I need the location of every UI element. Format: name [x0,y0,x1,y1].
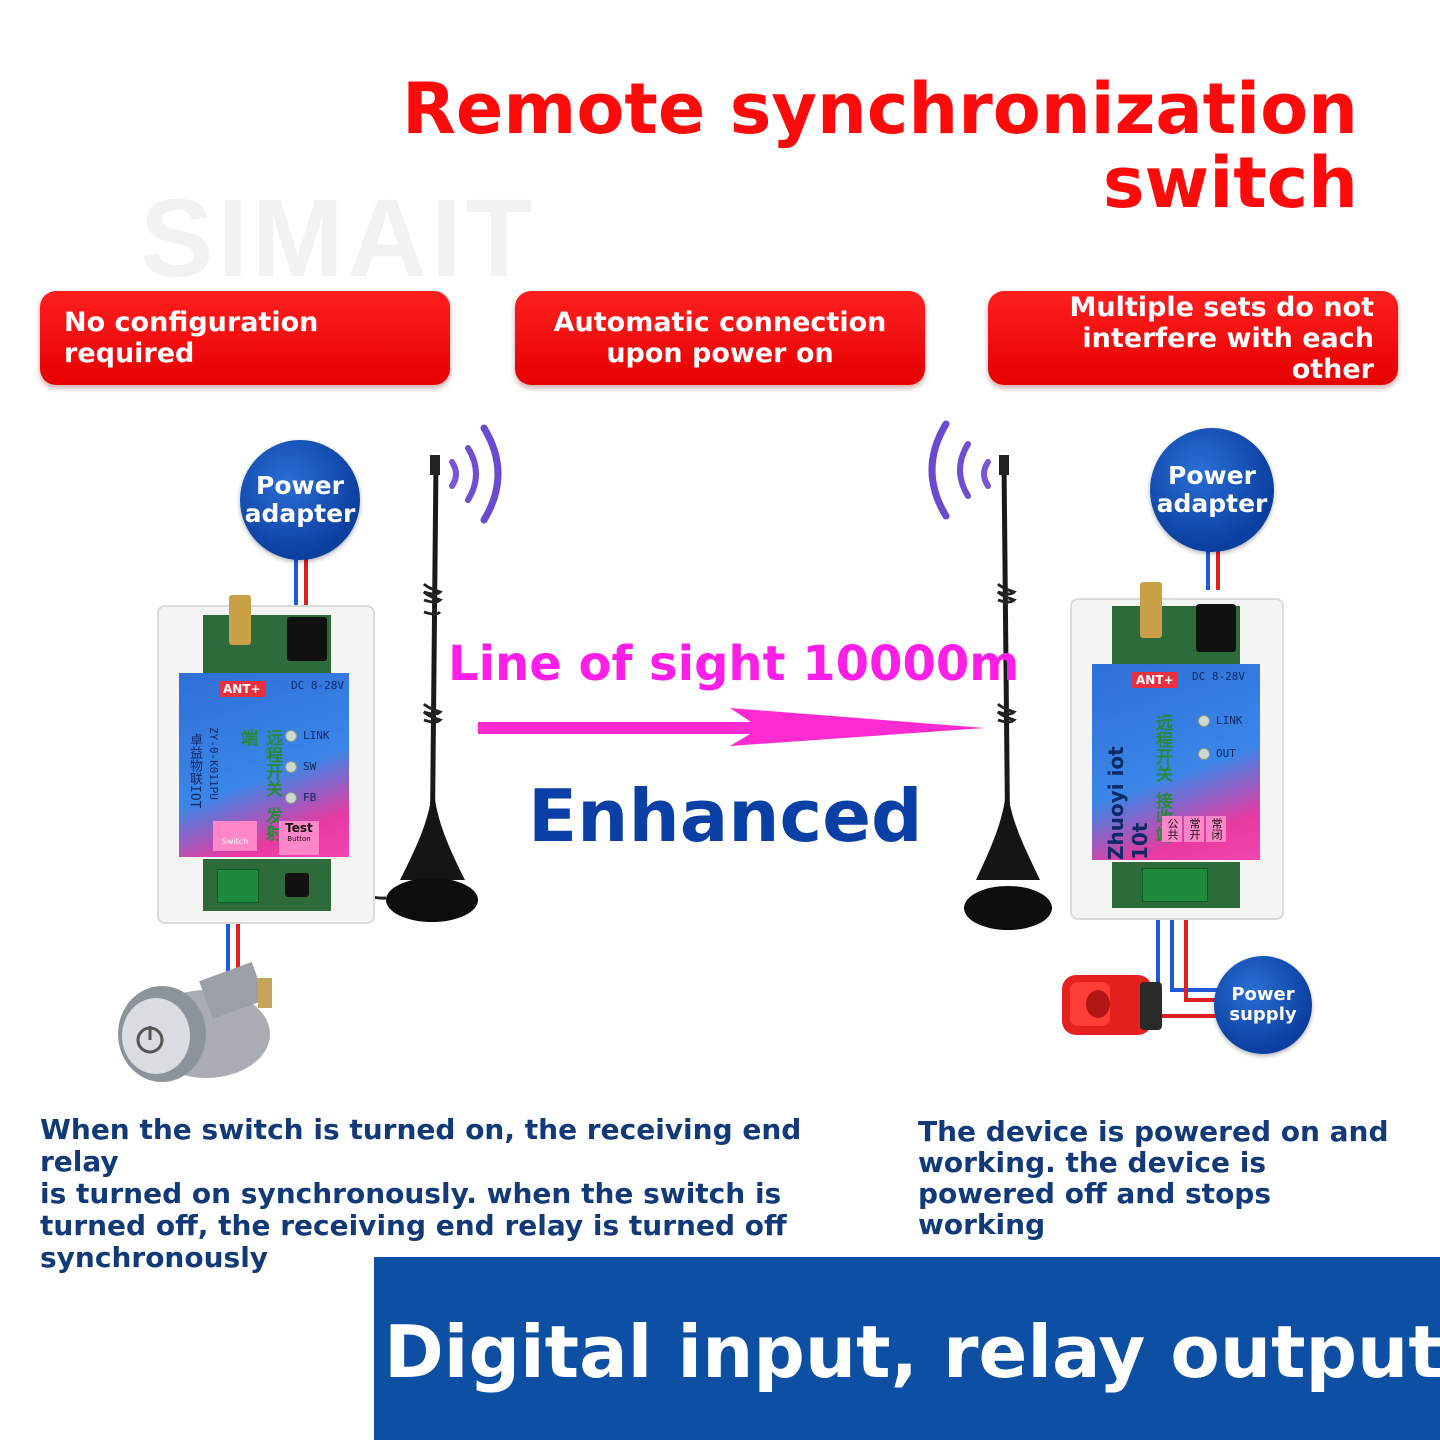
ant-label: ANT+ [1132,672,1178,688]
left-description: When the switch is turned on, the receiv… [40,1114,880,1274]
title-label: 远程开关 接收端 [1152,714,1172,844]
led-icon [285,791,297,804]
headline-line-1: Remote synchronization [402,68,1358,150]
power-supply-badge: Power supply [1214,956,1312,1054]
receiver-panel: ANT+ DC 8-28V Zhuoyi iot 10t 远程开关 接收端 LI… [1092,664,1260,860]
page-headline: Remote synchronization switch [358,72,1358,220]
dc-label: DC 8-28V [291,679,344,692]
led-indicator-group: LINK OUT [1198,714,1243,760]
led-label: LINK [303,729,330,742]
brand-label: Zhuoyi iot 10t [1104,746,1152,860]
terminal-label: 常闭 [1206,816,1226,842]
power-adapter-badge-right: Power adapter [1150,428,1274,552]
brand-label: 卓益物联IOT [187,733,202,809]
feature-pill-text: upon power on [606,338,834,369]
receiver-device: ANT+ DC 8-28V Zhuoyi iot 10t 远程开关 接收端 LI… [1070,582,1284,920]
switch-label-box: Switch [213,821,257,851]
description-line: powered off and stops [918,1177,1272,1210]
banner-text: Digital input, relay output [384,1310,1440,1394]
feature-pill-text: Automatic connection [553,307,887,338]
range-text: Line of sight 10000m [448,636,1020,692]
badge-text: adapter [1156,489,1268,518]
terminal-block-icon [1142,868,1208,902]
feature-pill-no-interference: Multiple sets do not interfere with each… [988,291,1398,385]
model-label: ZY-0-K011PU [207,727,220,800]
description-line: The device is powered on and [918,1115,1389,1148]
ant-label: ANT+ [219,681,265,697]
led-icon [1198,714,1210,727]
badge-text: Power [1231,984,1295,1005]
led-indicator-group: LINK SW FB [285,729,330,804]
badge-text: adapter [244,499,356,528]
enhanced-text: Enhanced [528,774,923,858]
led-icon [285,729,297,742]
switch-label: Switch [221,837,249,846]
sma-connector-icon [229,595,251,645]
button-label: Button [287,835,311,843]
feature-pill-auto-connection: Automatic connection upon power on [515,291,925,385]
terminal-label: 常开 [1184,816,1204,842]
led-icon [1198,747,1210,760]
led-label: OUT [1216,747,1236,760]
badge-text: Power [256,471,344,500]
right-description: The device is powered on and working. th… [918,1116,1398,1240]
test-button[interactable] [285,873,309,897]
badge-text: Power [1168,461,1256,490]
terminal-block-icon [217,869,259,903]
transmitter-terminal-pcb [203,859,331,911]
dc-label: DC 8-28V [1192,670,1245,683]
title-label: 远程开关 发射端 [237,729,282,842]
feature-pill-text: interfere with each other [1082,322,1374,385]
description-line: When the switch is turned on, the receiv… [40,1113,802,1178]
dc-jack-icon [287,617,327,661]
feature-pill-text: Multiple sets do not [1069,291,1374,323]
description-line: turned off, the receiving end relay is t… [40,1209,787,1242]
feature-pill-no-configuration: No configuration required [40,291,450,385]
description-line: working. the device is [918,1146,1267,1179]
bottom-banner [374,1257,1440,1440]
watermark-text: SIMAIT [140,177,537,300]
led-label: SW [303,760,317,773]
sma-connector-icon [1140,582,1162,638]
badge-text: supply [1229,1004,1297,1025]
description-line: working [918,1208,1046,1241]
dc-jack-icon [1196,604,1236,652]
led-icon [285,760,297,773]
power-adapter-badge-left: Power adapter [240,440,360,560]
headline-line-2: switch [1102,142,1358,224]
test-label: Test [285,821,313,835]
terminal-label: 公共 [1162,816,1182,842]
transmitter-panel: ANT+ DC 8-28V 卓益物联IOT ZY-0-K011PU 远程开关 发… [179,673,349,857]
transmitter-device: ANT+ DC 8-28V 卓益物联IOT ZY-0-K011PU 远程开关 发… [157,595,375,924]
terminal-label-group: 公共 常开 常闭 [1162,816,1274,842]
led-label: LINK [1216,714,1243,727]
test-button-label-box: Test Button [279,821,319,855]
description-line: is turned on synchronously. when the swi… [40,1177,782,1210]
description-line: synchronously [40,1241,269,1274]
led-label: FB [303,791,317,804]
receiver-terminal-pcb [1112,862,1240,908]
feature-pill-text: No configuration required [64,307,319,369]
